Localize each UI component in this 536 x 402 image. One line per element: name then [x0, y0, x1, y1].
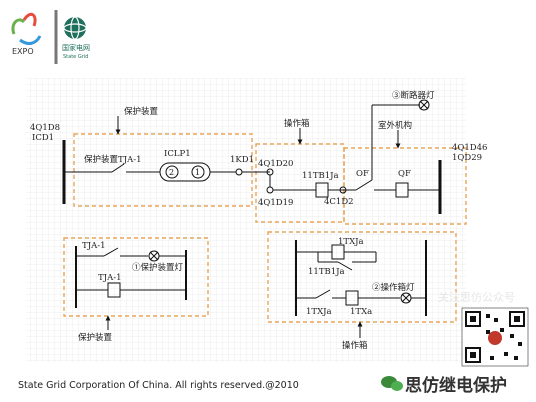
state-grid-logo-text: 国家电网: [62, 43, 90, 52]
protection-device-bottom-box: [63, 237, 209, 317]
footer-copyright: State Grid Corporation Of China. All rig…: [18, 380, 299, 391]
label-op-box-lamp: ②操作箱灯: [372, 282, 415, 293]
label-left-bus-2: ICD1: [32, 133, 54, 143]
label-outdoor-mechanism: 室外机构: [378, 120, 412, 131]
expo-logo-text: EXPO: [12, 47, 34, 56]
label-1txja-bottom: 1TXJa: [306, 307, 332, 317]
state-grid-logo: 国家电网 State Grid: [62, 16, 90, 60]
wechat-icon: [381, 376, 403, 391]
expo-logo: EXPO: [11, 12, 42, 56]
label-left-bus-1: 4Q1D8: [30, 123, 60, 133]
label-right-bus-2: 1QD29: [452, 153, 482, 163]
label-iclp1: ICLP1: [164, 149, 191, 159]
label-circle-2: 2: [169, 168, 174, 177]
state-grid-logo-sub: State Grid: [63, 54, 88, 60]
label-4c1d2: 4C1D2: [324, 197, 354, 207]
slide-header: EXPO 国家电网 State Grid: [0, 0, 536, 72]
label-1txja-top: 1TXJa: [338, 237, 364, 247]
label-protection-device-top: 保护装置: [124, 106, 159, 117]
label-4q1d20: 4Q1D20: [258, 159, 293, 169]
label-operation-box-top: 操作箱: [284, 118, 310, 129]
protection-device-box: [73, 133, 253, 207]
outdoor-mechanism-box: [343, 147, 467, 225]
label-circle-1: 1: [195, 168, 200, 177]
side-watermark: 关注思仿公众号: [438, 291, 515, 304]
label-tja-1-top: TJA-1: [82, 241, 106, 251]
header-logos: EXPO 国家电网 State Grid: [11, 10, 90, 64]
label-of: OF: [356, 169, 369, 179]
label-tja-1-bottom: TJA-1: [98, 273, 122, 283]
label-11tb1ja: 11TB1Ja: [302, 171, 339, 181]
grid-background: [26, 78, 466, 362]
label-4q1d19: 4Q1D19: [258, 198, 293, 208]
label-qf: QF: [398, 169, 411, 179]
label-protection-device-bottom: 保护装置: [78, 332, 113, 343]
label-1kd1: 1KD1: [230, 155, 254, 165]
footer-watermark: 思仿继电保护: [405, 376, 507, 396]
label-operation-box-bottom: 操作箱: [342, 340, 368, 351]
label-protection-lamp: ①保护装置灯: [132, 262, 184, 273]
label-protection-tja: 保护装置TJA-1: [84, 154, 142, 165]
label-11tb1ja-bottom: 11TB1Ja: [308, 267, 345, 277]
label-1txa: 1TXa: [350, 307, 372, 317]
qr-code: [461, 307, 529, 367]
label-right-bus-1: 4Q1D46: [452, 143, 487, 153]
label-breaker-lamp: ③断路器灯: [392, 90, 435, 101]
